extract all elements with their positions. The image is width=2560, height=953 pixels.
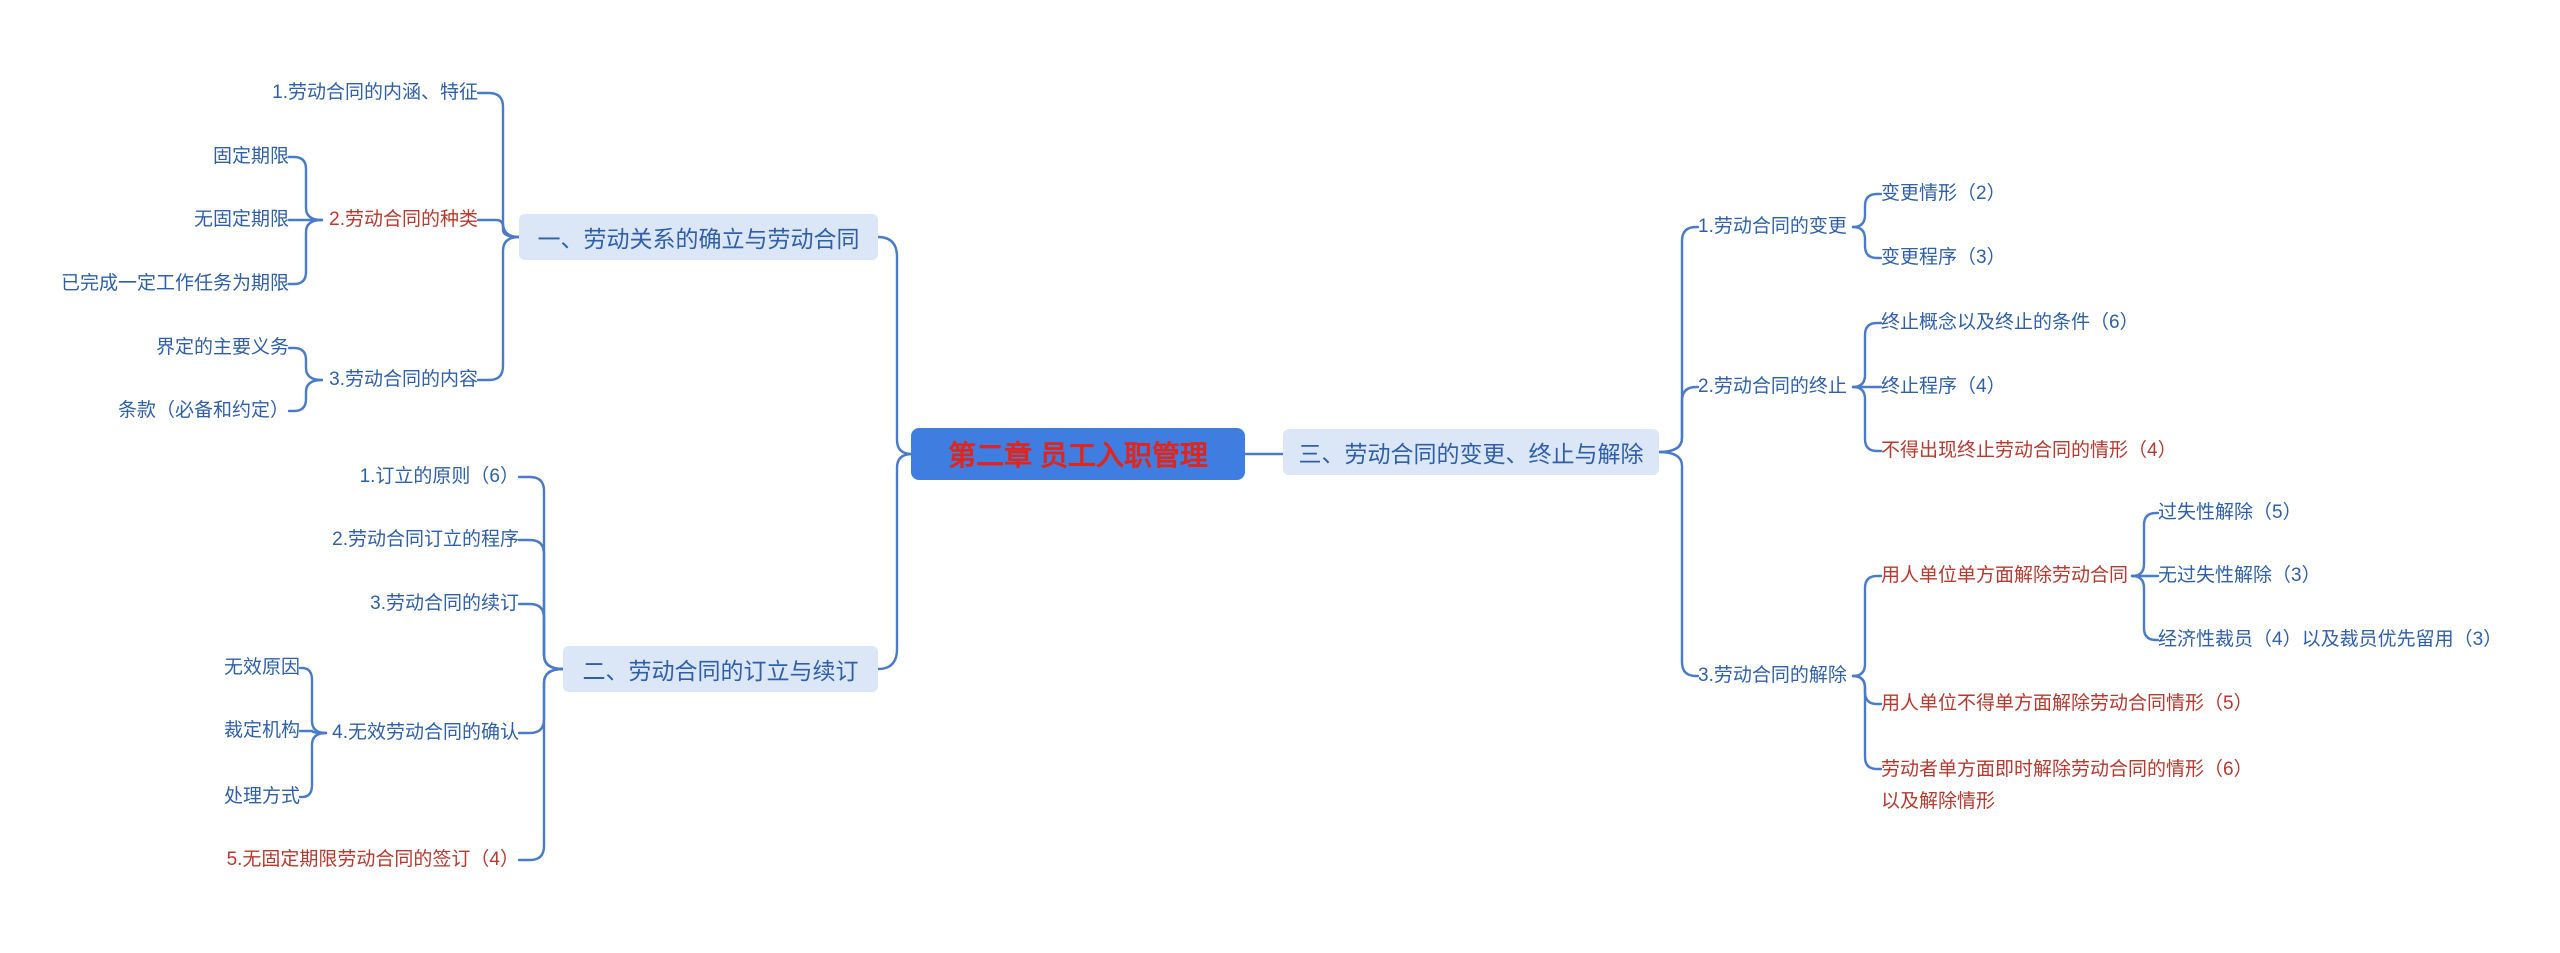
connector bbox=[476, 218, 521, 239]
subtopic-2-4-3[interactable]: 处理方式 bbox=[223, 786, 300, 807]
subtopic-2-4[interactable]: 4.无效劳动合同的确认 bbox=[332, 722, 519, 743]
subtopic-1-2[interactable]: 2.劳动合同的种类 bbox=[329, 209, 478, 230]
subtopic-3-2-2[interactable]: 终止程序（4） bbox=[1881, 376, 2006, 397]
subtopic-3-1-1[interactable]: 变更情形（2） bbox=[1881, 183, 2006, 204]
subtopic-1-3-1[interactable]: 界定的主要义务 bbox=[155, 337, 289, 358]
connector bbox=[476, 91, 521, 239]
connector bbox=[1657, 225, 1700, 454]
connector bbox=[1851, 192, 1883, 229]
connector bbox=[2130, 511, 2160, 578]
subtopic-3-3-3[interactable]: 劳动者单方面即时解除劳动合同的情形（6） 以及解除情形 bbox=[1881, 759, 2253, 812]
subtopic-1-2-3[interactable]: 已完成一定工作任务为期限 bbox=[60, 273, 289, 294]
subtopic-2-5[interactable]: 5.无固定期限劳动合同的签订（4） bbox=[226, 849, 519, 870]
connector bbox=[517, 602, 565, 671]
connector bbox=[876, 452, 914, 671]
connector bbox=[298, 731, 328, 799]
main-topic-3[interactable]: 三、劳动合同的变更、终止与解除 bbox=[1283, 429, 1659, 475]
subtopic-3-3-1-3[interactable]: 经济性裁员（4）以及裁员优先留用（3） bbox=[2158, 629, 2503, 650]
main-topic-1[interactable]: 一、劳动关系的确立与劳动合同 bbox=[519, 214, 878, 260]
connector bbox=[517, 667, 565, 735]
connector bbox=[1851, 674, 1883, 771]
subtopic-3-2[interactable]: 2.劳动合同的终止 bbox=[1698, 376, 1847, 397]
subtopic-2-2[interactable]: 2.劳动合同订立的程序 bbox=[332, 529, 519, 550]
subtopic-1-2-1[interactable]: 固定期限 bbox=[212, 146, 289, 167]
subtopic-3-3-1-1[interactable]: 过失性解除（5） bbox=[2158, 502, 2302, 523]
subtopic-1-2-2[interactable]: 无固定期限 bbox=[193, 209, 289, 230]
connector bbox=[517, 475, 565, 671]
connector bbox=[2130, 574, 2160, 642]
subtopic-1-3[interactable]: 3.劳动合同的内容 bbox=[329, 369, 478, 390]
subtopic-3-1-2[interactable]: 变更程序（3） bbox=[1881, 247, 2006, 268]
subtopic-3-3-1-2[interactable]: 无过失性解除（3） bbox=[2158, 565, 2321, 586]
connector bbox=[287, 378, 324, 413]
subtopic-3-2-3[interactable]: 不得出现终止劳动合同的情形（4） bbox=[1881, 440, 2177, 461]
connector bbox=[298, 666, 328, 735]
subtopic-2-3[interactable]: 3.劳动合同的续订 bbox=[370, 593, 519, 614]
connector bbox=[476, 235, 521, 382]
connector bbox=[1657, 385, 1700, 454]
connector bbox=[876, 235, 914, 456]
connector bbox=[1851, 225, 1883, 260]
connector bbox=[287, 218, 324, 286]
subtopic-1-3-2[interactable]: 条款（必备和约定） bbox=[117, 400, 289, 421]
subtopic-2-4-2[interactable]: 裁定机构 bbox=[223, 720, 300, 741]
connector bbox=[1851, 321, 1883, 389]
connector bbox=[1851, 674, 1883, 706]
connector bbox=[517, 667, 565, 862]
subtopic-3-2-1[interactable]: 终止概念以及终止的条件（6） bbox=[1881, 312, 2139, 333]
subtopic-3-1[interactable]: 1.劳动合同的变更 bbox=[1698, 216, 1847, 237]
subtopic-2-4-1[interactable]: 无效原因 bbox=[223, 657, 300, 678]
connector bbox=[1851, 574, 1883, 678]
subtopic-2-1[interactable]: 1.订立的原则（6） bbox=[359, 466, 519, 487]
connector bbox=[1657, 450, 1700, 678]
connector bbox=[287, 155, 324, 222]
connector bbox=[1851, 385, 1883, 453]
subtopic-3-3-1[interactable]: 用人单位单方面解除劳动合同 bbox=[1881, 565, 2129, 586]
central-topic[interactable]: 第二章 员工入职管理 bbox=[911, 428, 1245, 480]
connector bbox=[287, 346, 324, 382]
subtopic-3-3-2[interactable]: 用人单位不得单方面解除劳动合同情形（5） bbox=[1881, 693, 2253, 714]
subtopic-3-3[interactable]: 3.劳动合同的解除 bbox=[1698, 665, 1847, 686]
subtopic-1-1[interactable]: 1.劳动合同的内涵、特征 bbox=[272, 82, 478, 103]
main-topic-2[interactable]: 二、劳动合同的订立与续订 bbox=[563, 646, 878, 692]
